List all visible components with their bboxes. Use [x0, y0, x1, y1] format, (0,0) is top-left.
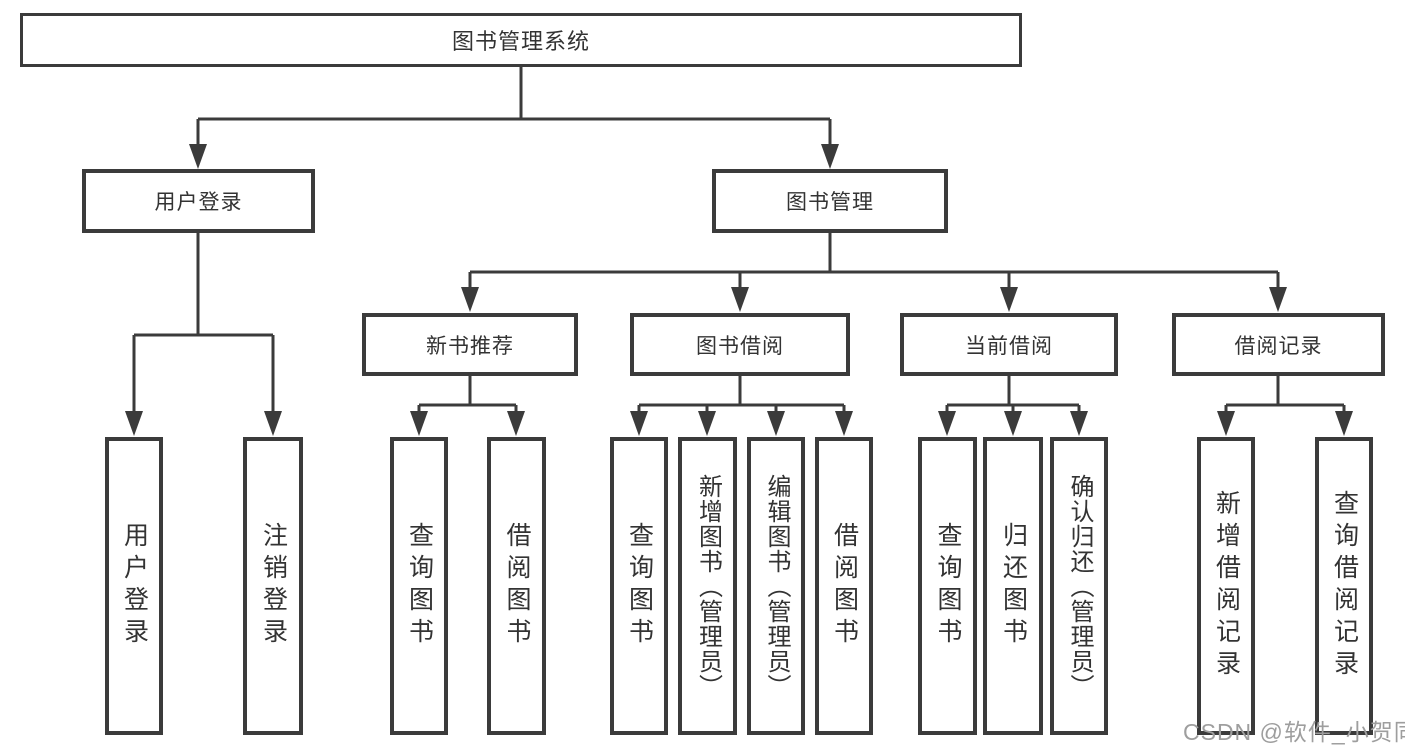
node-new-book-recommend: 新书推荐 [362, 313, 578, 376]
leaf-label: 查询图书 [625, 522, 654, 650]
node-borrow-records: 借阅记录 [1172, 313, 1385, 376]
arrowhead-down-icon [461, 287, 479, 312]
arrowhead-down-icon [630, 411, 648, 436]
leaf-label: 查询图书 [405, 522, 434, 650]
leaf-add-borrow-record: 新增借阅记录 [1197, 437, 1255, 735]
leaf-query-books-1: 查询图书 [390, 437, 448, 735]
arrowhead-down-icon [507, 411, 525, 436]
leaf-label: 编辑图书（管理员） [763, 473, 790, 699]
leaf-confirm-return-admin: 确认归还（管理员） [1050, 437, 1108, 735]
leaf-user-login: 用户登录 [105, 437, 163, 735]
arrowhead-down-icon [410, 411, 428, 436]
arrowhead-down-icon [698, 411, 716, 436]
arrowhead-down-icon [1269, 287, 1287, 312]
arrowhead-down-icon [1000, 287, 1018, 312]
arrowhead-down-icon [938, 411, 956, 436]
watermark: CSDN @软件_小贺同学 [1183, 719, 1405, 745]
leaf-label: 注销登录 [259, 522, 288, 650]
arrowhead-down-icon [1004, 411, 1022, 436]
leaf-label: 查询借阅记录 [1330, 490, 1359, 682]
leaf-borrow-books-2: 借阅图书 [815, 437, 873, 735]
arrowhead-down-icon [767, 411, 785, 436]
leaf-label: 新增图书（管理员） [694, 473, 722, 699]
node-book-borrow: 图书借阅 [630, 313, 850, 376]
node-current-borrow: 当前借阅 [900, 313, 1118, 376]
node-user-login: 用户登录 [82, 169, 315, 233]
leaf-query-books-2: 查询图书 [610, 437, 668, 735]
node-book-management: 图书管理 [712, 169, 948, 233]
leaf-query-borrow-record: 查询借阅记录 [1315, 437, 1373, 735]
leaf-add-books-admin: 新增图书（管理员） [678, 437, 737, 735]
node-system-root: 图书管理系统 [20, 13, 1022, 67]
connector-lines [132, 67, 1346, 413]
leaf-label: 归还图书 [999, 522, 1028, 650]
arrowhead-down-icon [125, 411, 143, 436]
leaf-return-books: 归还图书 [983, 437, 1043, 735]
arrowhead-down-icon [1217, 411, 1235, 436]
leaf-label: 查询图书 [934, 522, 962, 650]
leaf-edit-books-admin: 编辑图书（管理员） [747, 437, 805, 735]
leaf-borrow-books-1: 借阅图书 [487, 437, 546, 735]
arrowhead-down-icon [1335, 411, 1353, 436]
arrowhead-down-icon [1070, 411, 1088, 436]
leaf-logout: 注销登录 [243, 437, 303, 735]
arrowhead-down-icon [731, 287, 749, 312]
leaf-query-books-3: 查询图书 [918, 437, 977, 735]
leaf-label: 确认归还（管理员） [1066, 473, 1093, 699]
leaf-label: 借阅图书 [503, 522, 531, 650]
arrowhead-down-icon [821, 144, 839, 169]
arrowhead-down-icon [189, 144, 207, 169]
arrowhead-down-icon [264, 411, 282, 436]
leaf-label: 用户登录 [120, 522, 149, 650]
leaf-label: 新增借阅记录 [1212, 490, 1241, 682]
leaf-label: 借阅图书 [830, 522, 859, 650]
arrowhead-down-icon [835, 411, 853, 436]
